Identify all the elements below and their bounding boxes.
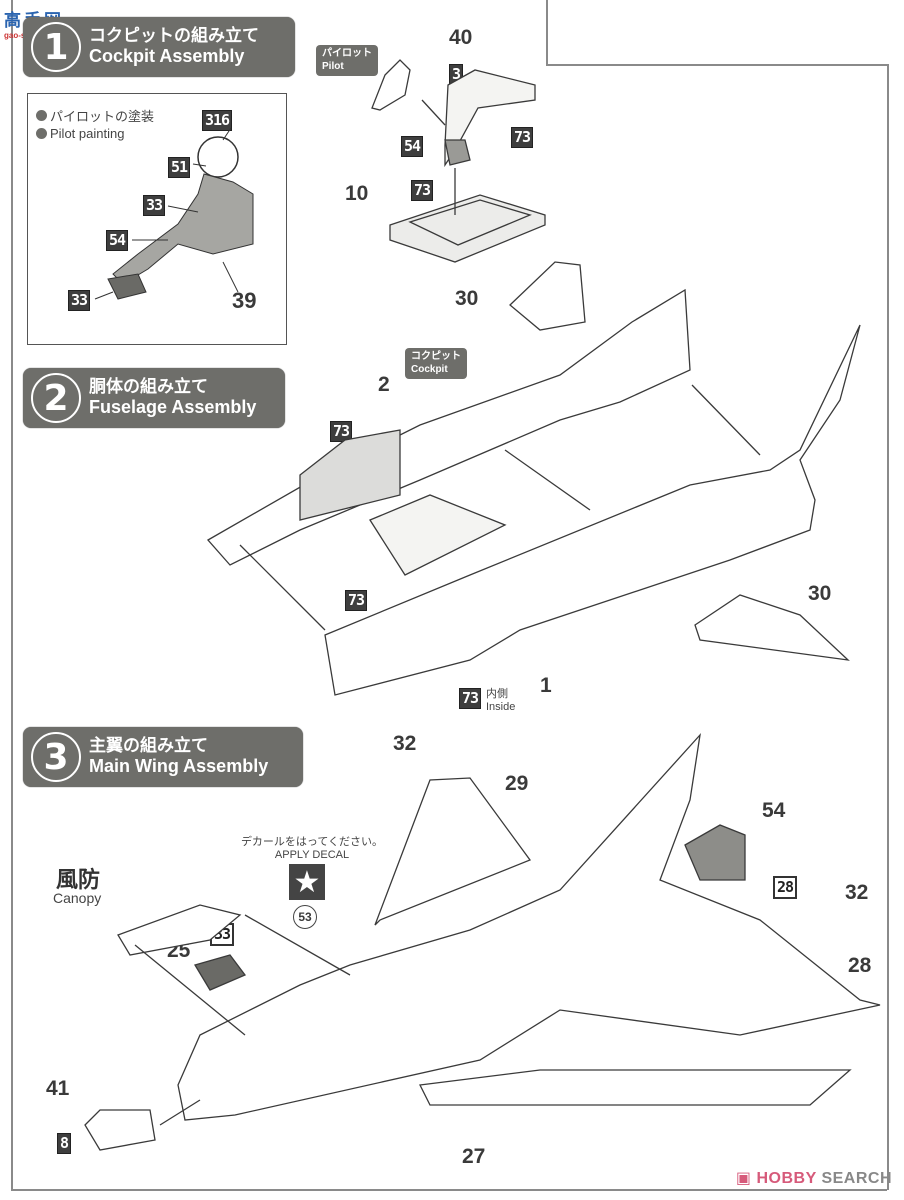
part-number: 40 <box>449 26 473 49</box>
part-number: 30 <box>455 287 479 310</box>
part-number: 29 <box>505 772 529 795</box>
part-number: 41 <box>46 1077 70 1100</box>
step-number: 3 <box>31 732 81 782</box>
part-number: 10 <box>345 182 369 205</box>
step-3-header: 3 主翼の組み立て Main Wing Assembly <box>23 727 303 787</box>
frame-bottom <box>11 1189 887 1191</box>
step-title-jp: 胴体の組み立て <box>89 376 208 397</box>
part-number: 28 <box>848 954 872 977</box>
hobby-search-brand: ▣ HOBBY SEARCH <box>735 1170 892 1187</box>
legend-en: Pilot painting <box>36 126 124 141</box>
step-title-en: Cockpit Assembly <box>89 46 245 67</box>
part-number: 32 <box>845 881 869 904</box>
canopy-label-jp: 風防 <box>56 868 101 893</box>
paint-code: 316 <box>202 110 233 131</box>
part-number: 39 <box>232 288 257 313</box>
star-icon: ★ <box>289 864 325 900</box>
step-number: 2 <box>31 373 81 423</box>
bullet-icon <box>36 110 47 121</box>
paint-code: 33 <box>143 195 166 216</box>
part-number: 54 <box>762 799 786 822</box>
step-title-en: Fuselage Assembly <box>89 397 257 418</box>
bullet-icon <box>36 128 47 139</box>
paint-code: 73 <box>330 421 353 442</box>
decal-note: デカールをはってください。 APPLY DECAL <box>240 836 384 861</box>
paint-code: 33 <box>68 290 91 311</box>
step-number: 1 <box>31 22 81 72</box>
paint-code: 73 <box>411 180 434 201</box>
paint-code: 54 <box>106 230 129 251</box>
step-1-header: 1 コクピットの組み立て Cockpit Assembly <box>23 17 295 77</box>
paint-code: 51 <box>168 157 191 178</box>
canopy-label-en: Canopy <box>53 890 102 906</box>
inside-note: 内側 Inside <box>486 688 516 714</box>
paint-code: 73 <box>511 127 534 148</box>
cockpit-tag: コクピット Cockpit <box>405 348 467 379</box>
paint-code: 28 <box>773 876 798 899</box>
frame-notch-v <box>546 0 548 65</box>
part-number: 32 <box>393 732 417 755</box>
part-number: 2 <box>378 373 390 396</box>
frame-left <box>11 0 13 1190</box>
legend-jp: パイロットの塗装 <box>36 106 154 125</box>
frame-right <box>887 64 889 1190</box>
decal-number: 53 <box>293 905 317 929</box>
pilot-painting-box: パイロットの塗装 Pilot painting 316 51 33 54 33 … <box>27 93 287 345</box>
paint-code: 54 <box>401 136 424 157</box>
paint-code: 73 <box>345 590 368 611</box>
step-title-jp: コクピットの組み立て <box>89 25 259 46</box>
step-2-header: 2 胴体の組み立て Fuselage Assembly <box>23 368 285 428</box>
paint-code: 8 <box>57 1133 72 1154</box>
step-title-jp: 主翼の組み立て <box>89 735 208 756</box>
step-title-en: Main Wing Assembly <box>89 756 269 777</box>
frame-notch-h <box>546 64 888 66</box>
pilot-tag: パイロット Pilot <box>316 45 378 76</box>
hobby-search-logo-icon: ▣ <box>735 1170 757 1187</box>
pilot-figure-drawing <box>94 127 254 300</box>
paint-code: 73 <box>459 688 482 709</box>
part-number: 1 <box>540 674 552 697</box>
part-number: 30 <box>808 582 832 605</box>
part-number: 27 <box>462 1145 486 1168</box>
